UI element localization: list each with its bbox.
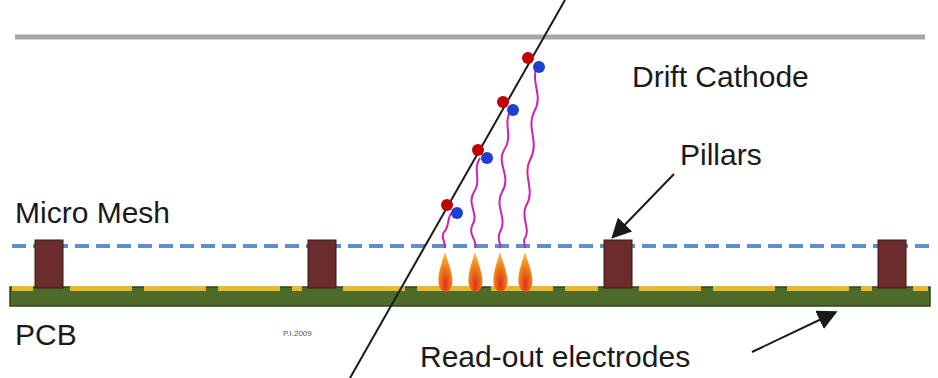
part-label: Drift Cathode [632,60,809,95]
pcb-board [10,287,930,306]
part-label: Micro Mesh [15,196,170,231]
drift-cathode [15,35,925,40]
part-label: Pillars [680,138,762,173]
part-label: Read-out electrodes [420,340,690,375]
particle-track [350,0,565,378]
leader-arrow [614,174,674,236]
watermark: P.I.2009 [283,329,312,338]
ionisation-pairs [441,52,545,219]
micro-mesh [12,244,935,248]
electron-drift-paths [443,66,538,248]
part-label: PCB [15,318,77,353]
avalanches [438,252,532,292]
leader-arrow [752,313,834,352]
